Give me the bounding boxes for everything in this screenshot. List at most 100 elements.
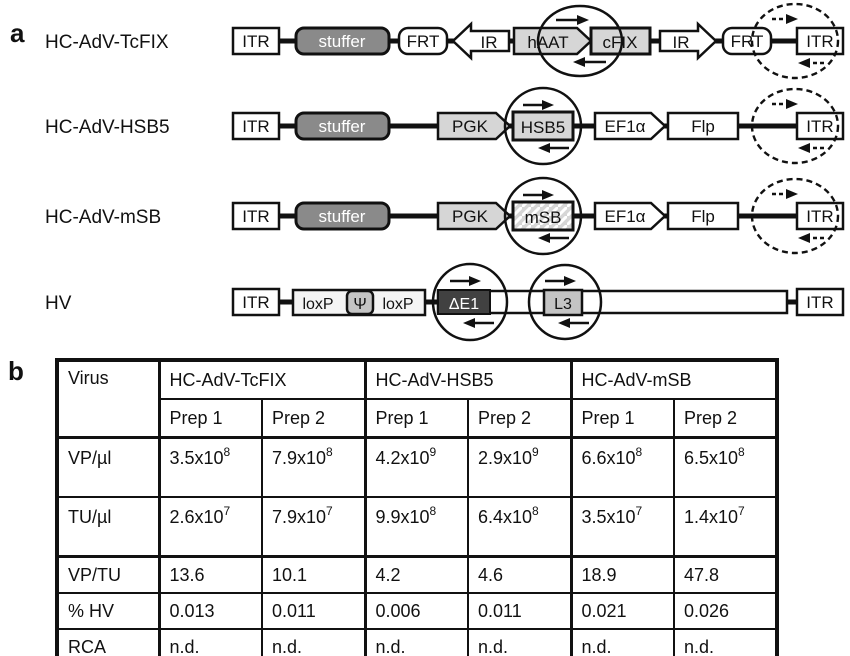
itr-label: ITR [806,32,833,51]
row-label-cell: VP/µl [56,436,160,498]
ef1a-label: EF1α [604,117,645,136]
itr-box [795,201,845,231]
itr-label: ITR [806,207,833,226]
itr-label: ITR [806,117,833,136]
cell-value: n.d. [478,636,509,656]
value-cell: 2.6x107 [157,496,263,558]
value-cell: 4.6 [467,555,572,594]
dashed-transcription-circle [750,87,840,165]
value-cell: 1.4x107 [673,496,778,558]
value-cell: 0.021 [569,592,675,630]
group-header-cell: HC-AdV-mSB [569,359,778,400]
value-cell: 0.026 [673,592,778,630]
cell-value: 6.4x10 [478,507,533,527]
cell-value: n.d. [272,636,303,656]
value-cell: 7.9x108 [261,436,366,498]
value-cell: n.d. [467,628,572,656]
frt-label: FRT [731,32,764,51]
value-cell: 9.9x108 [363,496,469,558]
value-cell: 3.5x107 [569,496,675,558]
construct-hc-adv-msb: HC-AdV-mSB ITR stuffer PGK mSB EF1α Flp … [45,176,845,256]
value-cell: n.d. [157,628,263,656]
construct-hc-adv-hsb5: HC-AdV-HSB5 ITR stuffer PGK HSB5 EF1α Fl… [45,86,845,166]
cell-value: n.d. [375,636,406,656]
frt-box [397,26,449,56]
cell-value: 1.4x10 [684,507,739,527]
stuffer-box [294,111,391,141]
cell-value: 6.6x10 [581,448,636,468]
cfix-label: cFIX [603,33,638,52]
cell-value: 4.2x10 [375,448,430,468]
virus-titer-table: Virus HC-AdV-TcFIX HC-AdV-HSB5 HC-AdV-mS… [55,358,779,656]
value-cell: 7.9x107 [261,496,366,558]
transcription-circle [503,176,583,256]
flp-box [666,111,740,141]
prep-header-cell: Prep 2 [673,398,778,439]
delta-e1-label: ΔE1 [449,296,479,313]
cell-value: 47.8 [684,564,720,585]
itr-label: ITR [242,32,269,51]
value-cell: 0.011 [467,592,572,630]
cell-value: 3.5x10 [169,448,224,468]
cell-value: 0.006 [375,600,421,621]
vector-map-diagram: HC-AdV-TcFIX ITR stuffer FRT IR hAAT cFI… [45,2,845,342]
value-cell: 2.9x109 [467,436,572,498]
cell-exponent: 8 [429,504,437,518]
l3-box [542,288,584,317]
value-cell: 0.011 [261,592,366,630]
itr-box [231,201,281,231]
cell-value: 2.6x10 [169,507,224,527]
pgk-promoter-arrow [436,201,512,231]
psi-label: Ψ [353,296,366,313]
hsb5-label: HSB5 [521,118,565,137]
flp-label: Flp [691,117,715,136]
cell-exponent: 9 [429,445,437,459]
transcription-circle [503,86,583,166]
flp-label: Flp [691,207,715,226]
value-cell: 0.006 [363,592,469,630]
haat-label: hAAT [527,33,568,52]
cell-value: 0.011 [272,600,316,621]
pgk-promoter-arrow [436,111,512,141]
value-cell: 18.9 [569,555,675,594]
value-cell: 47.8 [673,555,778,594]
prep-header-cell: Prep 2 [467,398,572,439]
value-cell: 4.2 [363,555,469,594]
cell-value: 13.6 [169,564,205,585]
cell-exponent: 8 [326,445,333,459]
ef1a-label: EF1α [604,207,645,226]
construct-name: HC-AdV-mSB [45,207,161,228]
pgk-label: PGK [452,117,489,136]
cell-value: 18.9 [581,564,617,585]
value-cell: 10.1 [261,555,366,594]
value-cell: 6.5x108 [673,436,778,498]
transcription-circle [431,262,509,342]
msb-label: mSB [525,208,562,227]
cell-exponent: 7 [635,504,643,518]
cell-value: 0.021 [581,600,627,621]
row-label-cell: RCA [56,628,160,656]
stuffer-box [294,26,391,56]
dashed-transcription-circle [750,177,840,255]
delta-e1-box [437,289,491,315]
cell-exponent: 8 [738,445,745,459]
value-cell: n.d. [261,628,366,656]
ef1a-promoter-arrow [593,111,667,141]
cell-value: 9.9x10 [375,507,430,527]
cell-value: 6.5x10 [684,448,739,468]
construct-name: HV [45,293,72,314]
cell-exponent: 8 [223,445,231,459]
ir-right-arrow [658,21,718,61]
itr-label: ITR [242,293,269,312]
hsb5-box [511,110,575,142]
value-cell: n.d. [569,628,675,656]
psi-packaging-box [345,289,375,316]
construct-hc-adv-tcfix: HC-AdV-TcFIX ITR stuffer FRT IR hAAT cFI… [45,2,845,80]
ir-label: IR [481,33,498,52]
